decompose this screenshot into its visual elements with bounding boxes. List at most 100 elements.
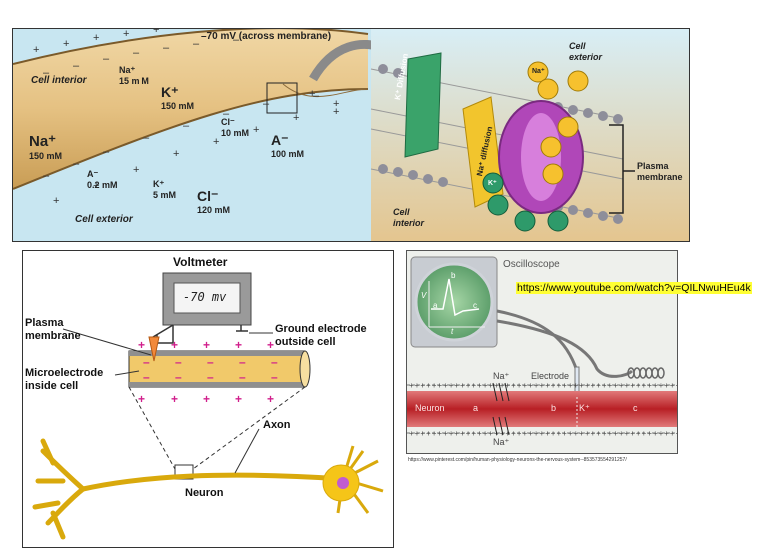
voltmeter-figure: +++++ ––––– ––––– +++++ Voltmeter -70 mv [22, 250, 394, 548]
svg-text:–: – [239, 370, 246, 384]
zoom-cell-exterior-label: Cell exterior [569, 41, 603, 62]
svg-text:–: – [103, 53, 110, 65]
svg-text:+: + [235, 392, 242, 406]
red-axon [407, 391, 677, 427]
svg-text:–: – [163, 42, 170, 54]
source-url: https://www.pinterest.com/pin/human-phys… [408, 457, 627, 463]
svg-text:+: + [267, 392, 274, 406]
svg-text:+: + [235, 338, 242, 352]
neuron-label: Neuron [415, 403, 445, 413]
svg-text:+: + [203, 392, 210, 406]
exterior-a: A⁻0.2 mM [87, 169, 118, 190]
segment-k: K⁺ [579, 403, 590, 413]
point-b: b [451, 271, 456, 280]
svg-text:+: + [333, 106, 339, 118]
svg-text:–: – [193, 38, 200, 50]
svg-text:–: – [143, 355, 150, 369]
svg-text:++++++++++++++++++++++++++++++: ++++++++++++++++++++++++++++++++++++++++… [409, 381, 678, 390]
svg-text:+: + [293, 112, 299, 124]
segment-b: b [551, 403, 557, 413]
svg-text:+: + [123, 29, 129, 40]
voltmeter-illustration: +++++ ––––– ––––– +++++ [32, 272, 384, 540]
membrane-potential-figure: ++++ +––– –––– –––– –––– ++++ ++++ ++ –7… [12, 28, 690, 242]
voltmeter-label: Voltmeter [173, 255, 228, 269]
ground-electrode-label: Ground electrode outside cell [275, 323, 367, 348]
svg-text:++++++++++++++++++++++++++++++: ++++++++++++++++++++++++++++++++++++++++… [409, 429, 678, 438]
coil [627, 367, 665, 379]
svg-text:+: + [93, 32, 99, 44]
segment-a: a [473, 403, 479, 413]
k-ion-label: K⁺ [488, 180, 497, 187]
membrane-charges: +++++ ––––– ––––– +++++ [138, 338, 278, 406]
svg-text:–: – [133, 47, 140, 59]
youtube-link[interactable]: https://www.youtube.com/watch?v=QILNwuHE… [516, 282, 752, 294]
cell-interior-label: Cell interior [31, 75, 87, 86]
svg-text:–: – [143, 132, 150, 144]
svg-text:+: + [153, 29, 159, 36]
oscilloscope-figure: ++++++++++++++++++++++++++++++++++++++++… [406, 250, 678, 454]
oscilloscope-illustration: ++++++++++++++++++++++++++++++++++++++++… [407, 256, 678, 438]
oscilloscope-title: Oscilloscope [503, 259, 560, 270]
axis-t: t [451, 327, 454, 336]
neuron-drawing [32, 438, 346, 540]
exterior-na: Na⁺150 mM [29, 133, 63, 161]
neuron-label: Neuron [185, 487, 224, 499]
svg-text:+: + [171, 338, 178, 352]
na-top-label: Na⁺ [493, 371, 510, 381]
axon-label: Axon [263, 419, 291, 431]
svg-text:–: – [313, 90, 320, 102]
segment-c: c [633, 403, 638, 413]
svg-text:+: + [253, 124, 259, 136]
svg-text:–: – [223, 108, 230, 120]
svg-text:+: + [203, 338, 210, 352]
voltmeter-reading: -70 mv [183, 290, 227, 304]
svg-text:–: – [233, 34, 240, 46]
point-c: c [473, 301, 477, 310]
svg-text:+: + [333, 98, 339, 110]
zoom-cell-interior-label: Cell interior [393, 207, 425, 228]
axis-v: V [421, 291, 427, 300]
svg-text:–: – [183, 120, 190, 132]
svg-text:+: + [53, 195, 59, 207]
zoom-box [266, 82, 298, 114]
svg-text:–: – [263, 98, 270, 110]
svg-text:–: – [73, 158, 80, 170]
svg-text:–: – [271, 355, 278, 369]
cell-exterior-label: Cell exterior [75, 214, 133, 225]
charge-signs: ++++ +––– –––– –––– –––– ++++ ++++ ++ [33, 29, 339, 207]
svg-text:+: + [213, 136, 219, 148]
cell-body-curve [13, 29, 368, 189]
exterior-cl: Cl⁻120 mM [197, 188, 231, 215]
svg-text:–: – [207, 370, 214, 384]
microelectrode-label: Microelectrode inside cell [25, 367, 104, 392]
interior-cl: Cl⁻10 mM [221, 117, 250, 138]
microelectrode [148, 336, 160, 362]
plasma-membrane-label: Plasma membrane [637, 161, 683, 182]
svg-text:–: – [43, 170, 50, 182]
membrane-illustration: ++++ +––– –––– –––– –––– ++++ ++++ ++ [13, 29, 689, 241]
svg-text:+: + [173, 148, 179, 160]
svg-text:–: – [175, 370, 182, 384]
svg-text:+: + [138, 392, 145, 406]
point-a: a [433, 301, 438, 310]
svg-text:–: – [271, 370, 278, 384]
svg-text:+: + [309, 88, 315, 100]
svg-text:–: – [43, 67, 50, 79]
interior-na: Na⁺15 m M [119, 65, 149, 86]
svg-text:–: – [239, 355, 246, 369]
plasma-membrane-label: Plasma membrane [25, 317, 81, 342]
svg-text:+: + [138, 338, 145, 352]
electrode-label: Electrode [531, 371, 570, 381]
svg-text:+: + [171, 392, 178, 406]
exterior-k: K⁺5 mM [153, 179, 177, 200]
svg-text:+: + [33, 44, 39, 56]
na-ion-label: Na⁺ [532, 68, 545, 75]
svg-text:–: – [103, 146, 110, 158]
svg-text:–: – [73, 60, 80, 72]
na-ions [527, 61, 589, 185]
voltage-label: –70 mV (across membrane) [201, 31, 332, 42]
svg-text:–: – [207, 355, 214, 369]
axon-segment [128, 350, 306, 388]
na-flow-arrows [492, 382, 510, 436]
interior-k: K⁺150 mM [161, 84, 195, 111]
